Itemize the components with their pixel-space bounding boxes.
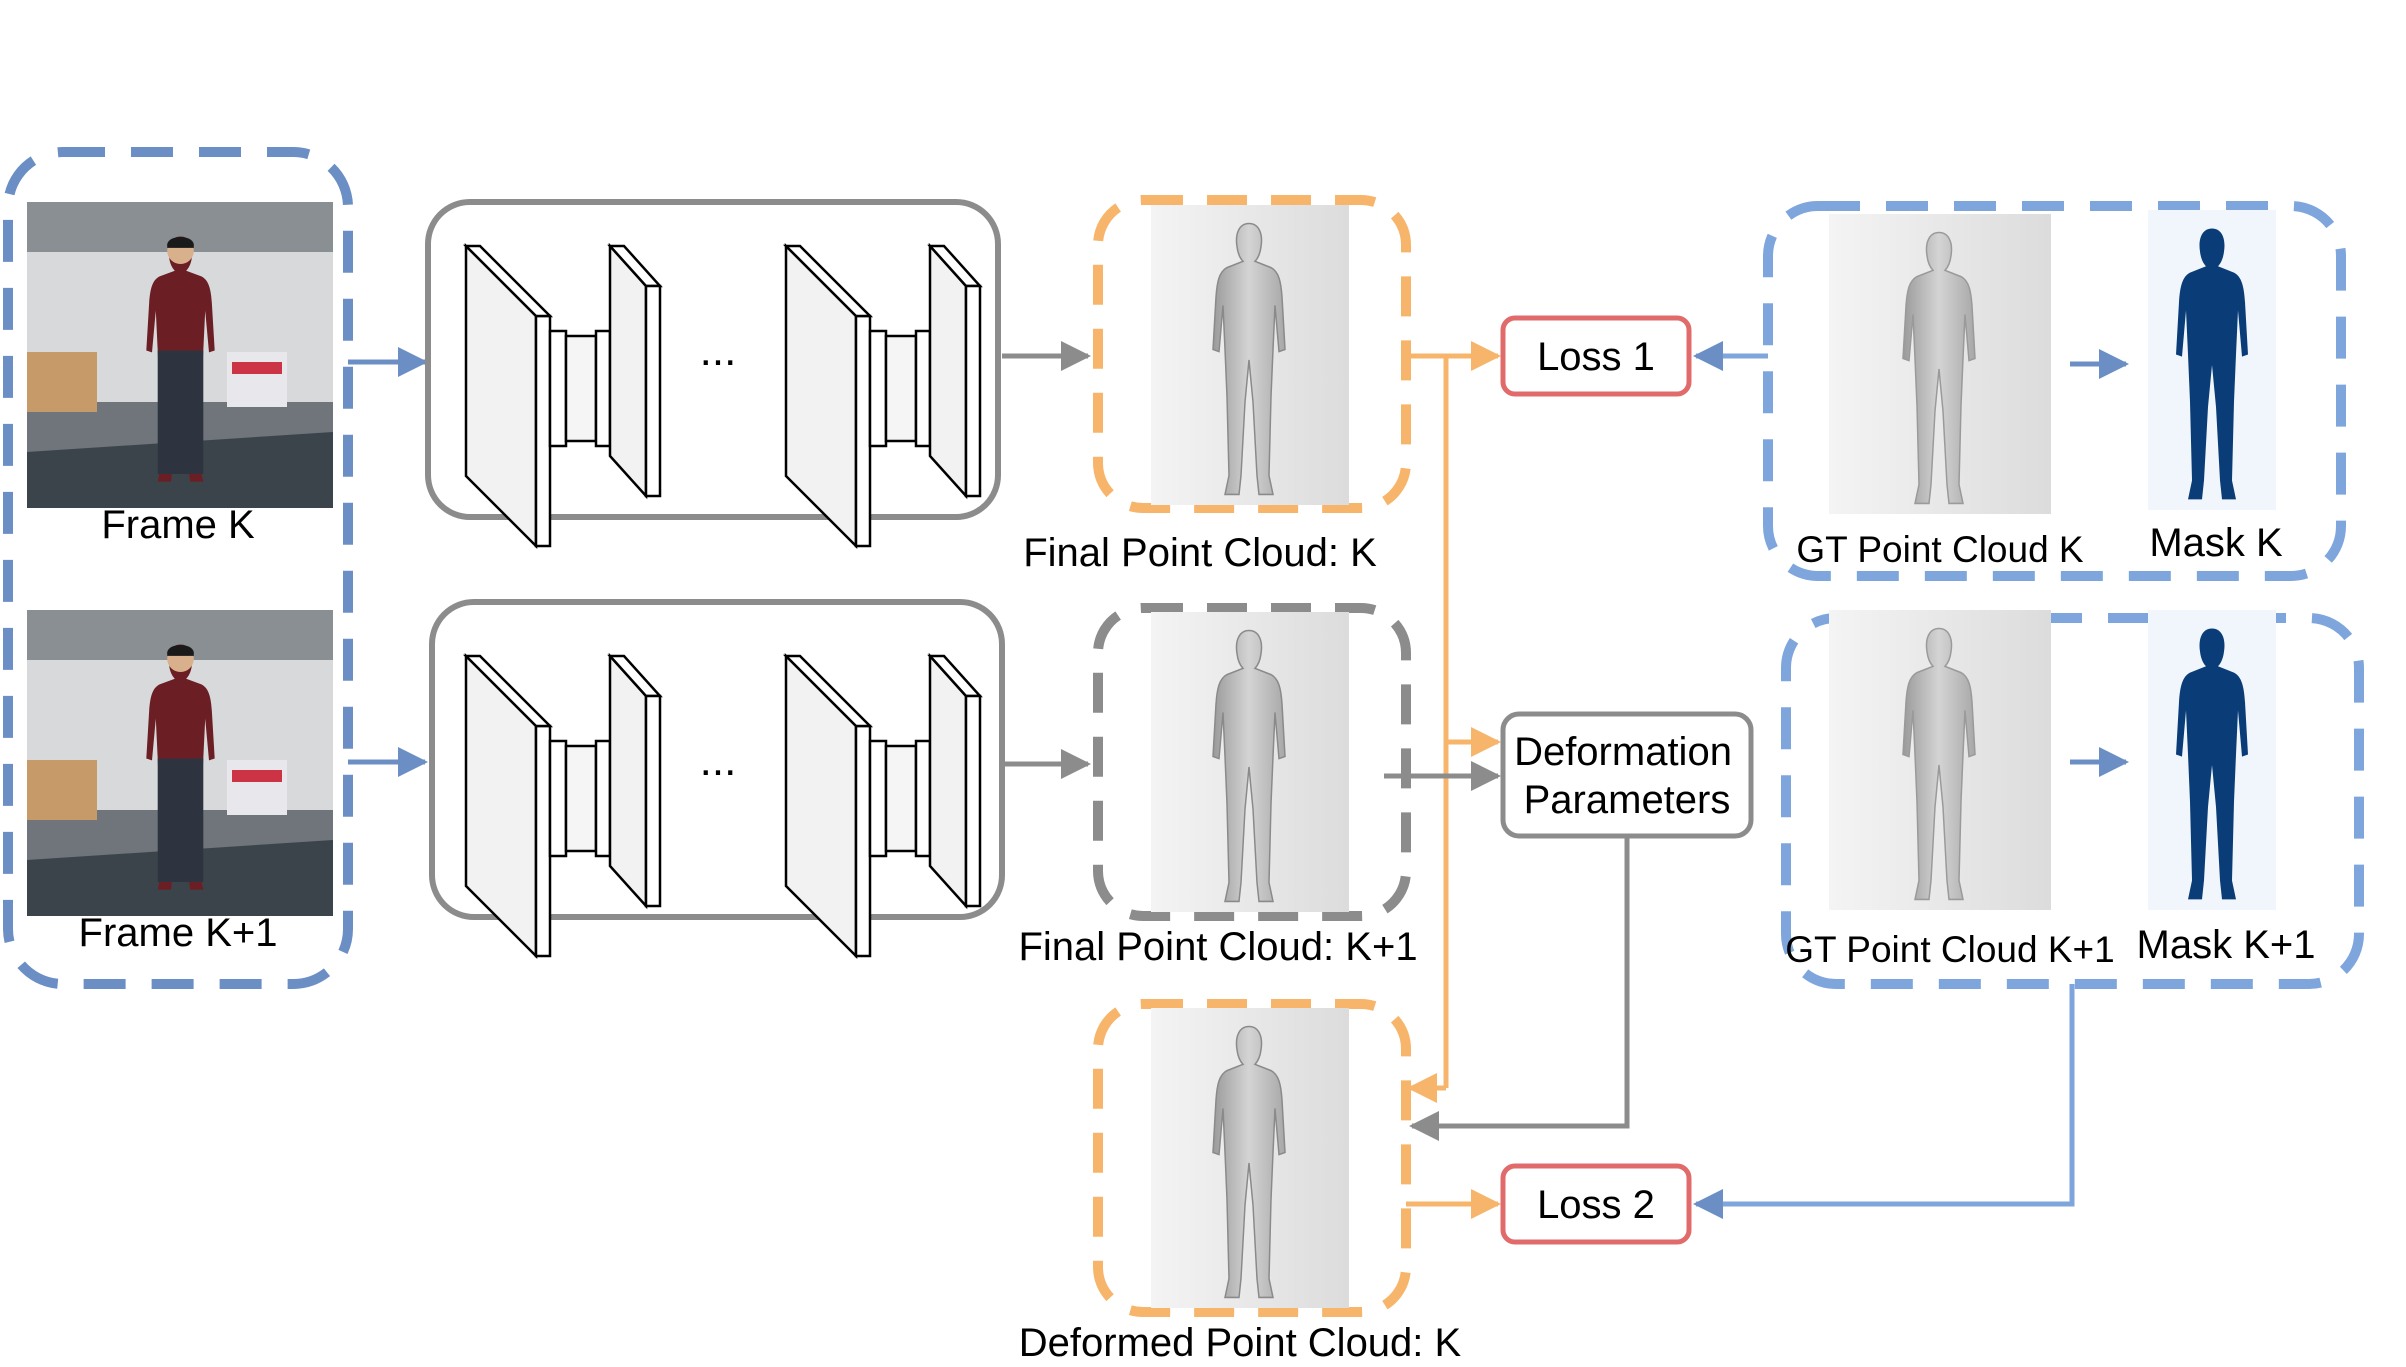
final-pc-k1-dashed-border: [1093, 603, 1411, 921]
deformed-pc-k-label: Deformed Point Cloud: K: [1019, 1321, 1462, 1365]
gt-k1-dashed-border: [1781, 613, 2364, 989]
deformed-pc-k-dashed-border: [1093, 999, 1411, 1317]
final-pc-k-label: Final Point Cloud: K: [1023, 531, 1377, 575]
network-k1-ellipsis: ...: [700, 736, 737, 785]
mask-k1-render: [2148, 610, 2276, 910]
frame-k-label: Frame K: [101, 503, 255, 547]
network-k-ellipsis: ...: [700, 326, 737, 375]
loss1-box: [1500, 315, 1692, 397]
final-pc-k-render: [1151, 205, 1349, 505]
deformed-pc-k-render: [1151, 1008, 1349, 1308]
mask-k-render: [2148, 210, 2276, 510]
arrow-gt-k1-to-loss2: [1693, 984, 2075, 1219]
gt-pc-k-render: [1829, 214, 2051, 514]
gt-pc-k1-render: [1829, 610, 2051, 910]
deformation-params-box: [1500, 711, 1754, 839]
final-pc-k1-label: Final Point Cloud: K+1: [1018, 925, 1417, 969]
loss1-label: Loss 1: [1537, 335, 1655, 379]
mask-k-label: Mask K: [2149, 521, 2283, 565]
frame-k-photo: [27, 202, 333, 508]
mask-k1-label: Mask K+1: [2137, 923, 2316, 967]
final-pc-k1-render: [1151, 612, 1349, 912]
input-frames-dashed-border: [3, 147, 353, 989]
frame-k1-label: Frame K+1: [79, 911, 278, 955]
gt-pc-k-label: GT Point Cloud K: [1796, 529, 2084, 570]
gray-arrow-deformation-to-deformed-pc: [1409, 836, 1630, 1141]
gt-pc-k1-label: GT Point Cloud K+1: [1785, 929, 2114, 970]
deformation-params-label-line1: Deformation: [1514, 730, 1732, 774]
frame-k1-photo: [27, 610, 333, 916]
loss2-box: [1500, 1163, 1692, 1245]
deformation-params-label-line2: Parameters: [1524, 778, 1731, 822]
loss2-label: Loss 2: [1537, 1183, 1655, 1227]
gt-k-dashed-border: [1763, 201, 2346, 581]
